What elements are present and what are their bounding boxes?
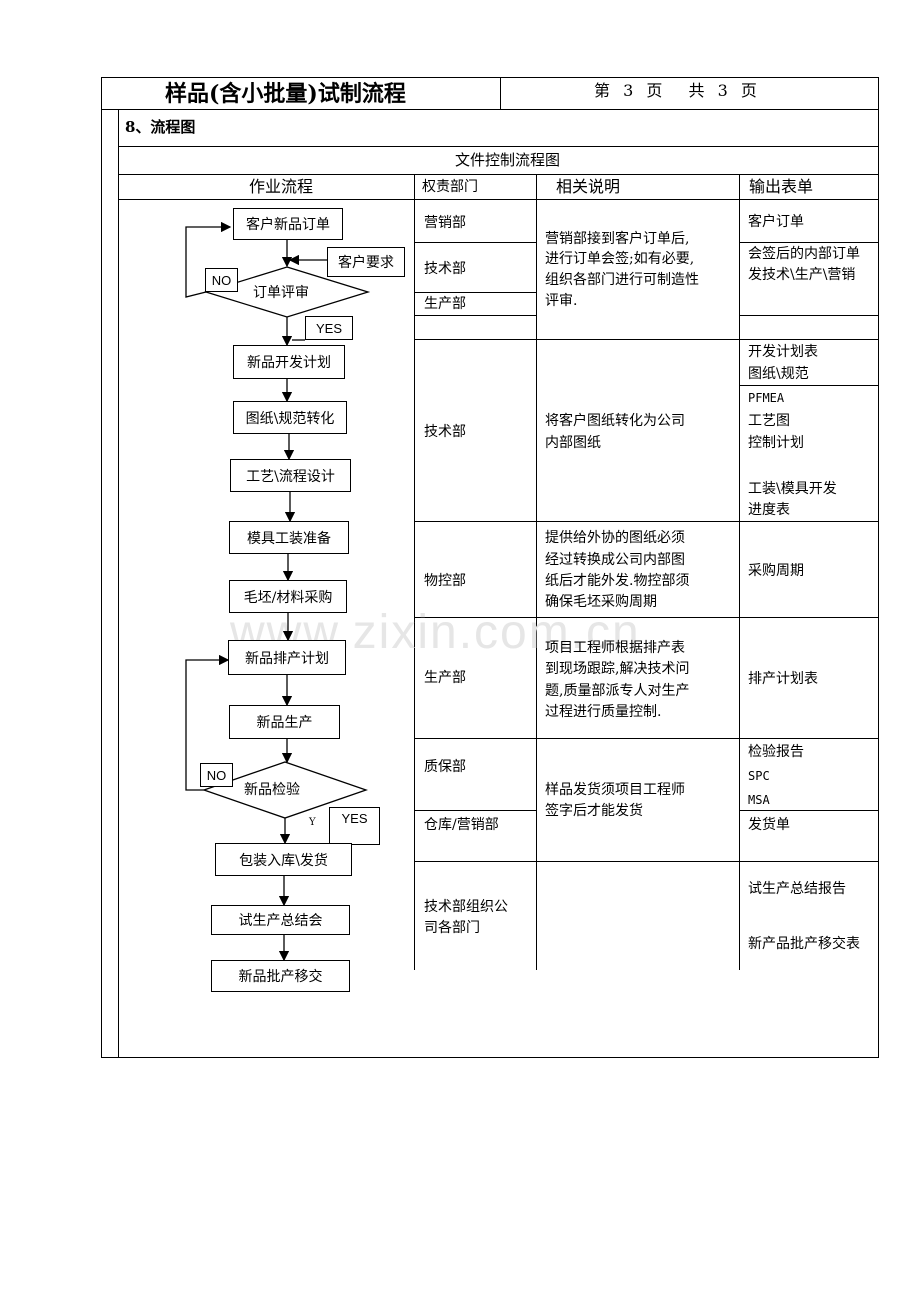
flow-step-customer-requirement: 客户要求	[327, 247, 405, 277]
table-title: 文件控制流程图	[455, 151, 561, 169]
r2-output-pfmea: PFMEA	[748, 391, 785, 405]
r4-output-schedule: 排产计划表	[748, 671, 818, 687]
r1-output-order: 客户订单	[748, 214, 804, 230]
r6-dept-line2: 司各部门	[424, 920, 480, 936]
document-title: 样品(含小批量)试制流程	[165, 81, 406, 107]
flow-step-process-design: 工艺\流程设计	[230, 459, 351, 492]
r6-dept-line1: 技术部组织公	[424, 899, 508, 915]
flow-label-yes-1: YES	[305, 316, 353, 340]
flow-step-packing-shipping: 包装入库\发货	[215, 843, 352, 876]
flow-label-yes-2: YES	[329, 807, 380, 845]
r1-output-distribution: 发技术\生产\营销	[748, 267, 856, 283]
r5-output-msa: MSA	[748, 793, 770, 807]
r5-output-spc: SPC	[748, 769, 770, 783]
flow-step-summary-meeting: 试生产总结会	[211, 905, 350, 935]
r5-output-inspection-report: 检验报告	[748, 744, 804, 760]
r2-output-process-chart: 工艺图	[748, 413, 790, 429]
flow-step-drawing-conversion: 图纸\规范转化	[233, 401, 347, 434]
r5-dept-warehouse: 仓库/营销部	[424, 817, 499, 833]
col-header-flow: 作业流程	[249, 177, 314, 196]
r2-output-drawings: 图纸\规范	[748, 366, 809, 382]
r5-output-delivery-note: 发货单	[748, 817, 790, 833]
r2-output-dev-plan: 开发计划表	[748, 344, 818, 360]
r3-output-cycle: 采购周期	[748, 563, 804, 579]
flow-step-tooling-prep: 模具工装准备	[229, 521, 349, 554]
r2-output-schedule: 进度表	[748, 502, 790, 518]
r1-dept-tech: 技术部	[424, 261, 466, 277]
r6-output-handover-form: 新产品批产移交表	[748, 936, 860, 952]
section-heading: 8、流程图	[125, 118, 196, 136]
flow-step-dev-plan: 新品开发计划	[233, 345, 345, 379]
flow-step-material-purchase: 毛坯/材料采购	[229, 580, 347, 613]
flow-step-production-schedule: 新品排产计划	[228, 640, 346, 675]
flow-stray-mark: Y	[309, 817, 316, 828]
r3-dept: 物控部	[424, 573, 466, 589]
r2-dept: 技术部	[424, 424, 466, 440]
r1-output-internal-order: 会签后的内部订单	[748, 246, 860, 262]
r1-dept-sales: 营销部	[424, 215, 466, 231]
r2-output-tooling-dev: 工装\模具开发	[748, 481, 837, 497]
r6-output-summary-report: 试生产总结报告	[748, 881, 846, 897]
flow-label-no-2: NO	[200, 763, 233, 787]
col-header-output: 输出表单	[749, 177, 814, 196]
r5-dept-qa: 质保部	[424, 759, 466, 775]
flow-step-handover: 新品批产移交	[211, 960, 350, 992]
flow-step-production: 新品生产	[229, 705, 340, 739]
flow-label-no-1: NO	[205, 268, 238, 292]
page-info: 第 3 页 共 3 页	[594, 81, 757, 100]
flow-step-customer-order: 客户新品订单	[233, 208, 343, 240]
r1-dept-prod: 生产部	[424, 296, 466, 312]
col-header-dept: 权责部门	[422, 179, 478, 195]
r4-dept: 生产部	[424, 670, 466, 686]
flow-step-order-review: 订单评审	[253, 285, 309, 301]
flow-step-inspection: 新品检验	[244, 782, 300, 798]
col-header-desc: 相关说明	[556, 177, 621, 196]
r2-output-control-plan: 控制计划	[748, 435, 804, 451]
